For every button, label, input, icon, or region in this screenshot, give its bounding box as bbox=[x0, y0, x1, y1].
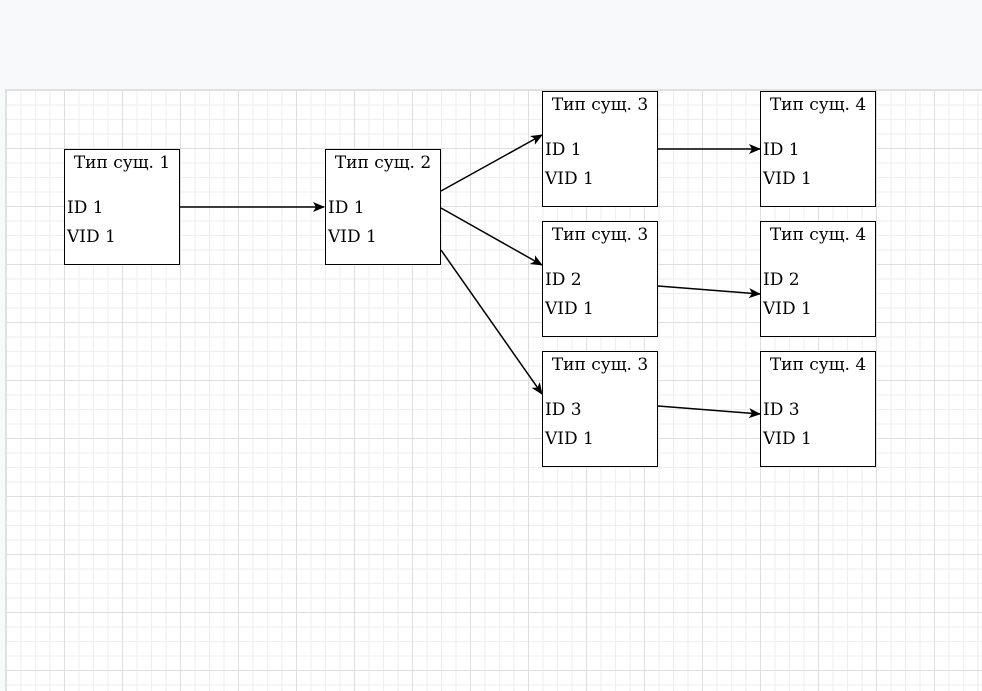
edge-2-to-3a[interactable] bbox=[440, 134, 543, 192]
entity-id: ID 2 bbox=[763, 270, 800, 290]
entity-id: ID 3 bbox=[763, 400, 800, 420]
entity-title: Тип сущ. 2 bbox=[334, 153, 432, 173]
entity-box-type4-id3[interactable]: Тип сущ. 4 ID 3 VID 1 bbox=[760, 351, 876, 467]
entity-vid: VID 1 bbox=[545, 299, 594, 319]
entity-title: Тип сущ. 3 bbox=[551, 355, 649, 375]
entity-box-type2[interactable]: Тип сущ. 2 ID 1 VID 1 bbox=[325, 149, 441, 265]
entity-id: ID 3 bbox=[545, 400, 582, 420]
entity-box-type4-id2[interactable]: Тип сущ. 4 ID 2 VID 1 bbox=[760, 221, 876, 337]
entity-box-type1[interactable]: Тип сущ. 1 ID 1 VID 1 bbox=[64, 149, 180, 265]
edge-2-to-3b[interactable] bbox=[440, 207, 543, 266]
entity-vid: VID 1 bbox=[763, 299, 812, 319]
entity-title: Тип сущ. 1 bbox=[73, 153, 171, 173]
entity-box-type3-id2[interactable]: Тип сущ. 3 ID 2 VID 1 bbox=[542, 221, 658, 337]
entity-vid: VID 1 bbox=[545, 169, 594, 189]
entity-id: ID 1 bbox=[763, 140, 800, 160]
entity-id: ID 2 bbox=[545, 270, 582, 290]
edge-2-to-3c[interactable] bbox=[440, 249, 543, 395]
entity-title: Тип сущ. 4 bbox=[769, 225, 867, 245]
entity-box-type3-id1[interactable]: Тип сущ. 3 ID 1 VID 1 bbox=[542, 91, 658, 207]
entity-box-type3-id3[interactable]: Тип сущ. 3 ID 3 VID 1 bbox=[542, 351, 658, 467]
entity-title: Тип сущ. 4 bbox=[769, 355, 867, 375]
entity-title: Тип сущ. 3 bbox=[551, 225, 649, 245]
toolbar-area bbox=[0, 0, 982, 89]
edge-3b-to-4b[interactable] bbox=[657, 285, 761, 299]
entity-id: ID 1 bbox=[328, 198, 365, 218]
entity-id: ID 1 bbox=[67, 198, 104, 218]
entity-title: Тип сущ. 4 bbox=[769, 95, 867, 115]
entity-vid: VID 1 bbox=[328, 227, 377, 247]
edge-3c-to-4c[interactable] bbox=[657, 405, 761, 419]
entity-box-type4-id1[interactable]: Тип сущ. 4 ID 1 VID 1 bbox=[760, 91, 876, 207]
entity-vid: VID 1 bbox=[67, 227, 116, 247]
entity-vid: VID 1 bbox=[763, 429, 812, 449]
entity-id: ID 1 bbox=[545, 140, 582, 160]
entity-title: Тип сущ. 3 bbox=[551, 95, 649, 115]
entity-vid: VID 1 bbox=[763, 169, 812, 189]
entity-vid: VID 1 bbox=[545, 429, 594, 449]
